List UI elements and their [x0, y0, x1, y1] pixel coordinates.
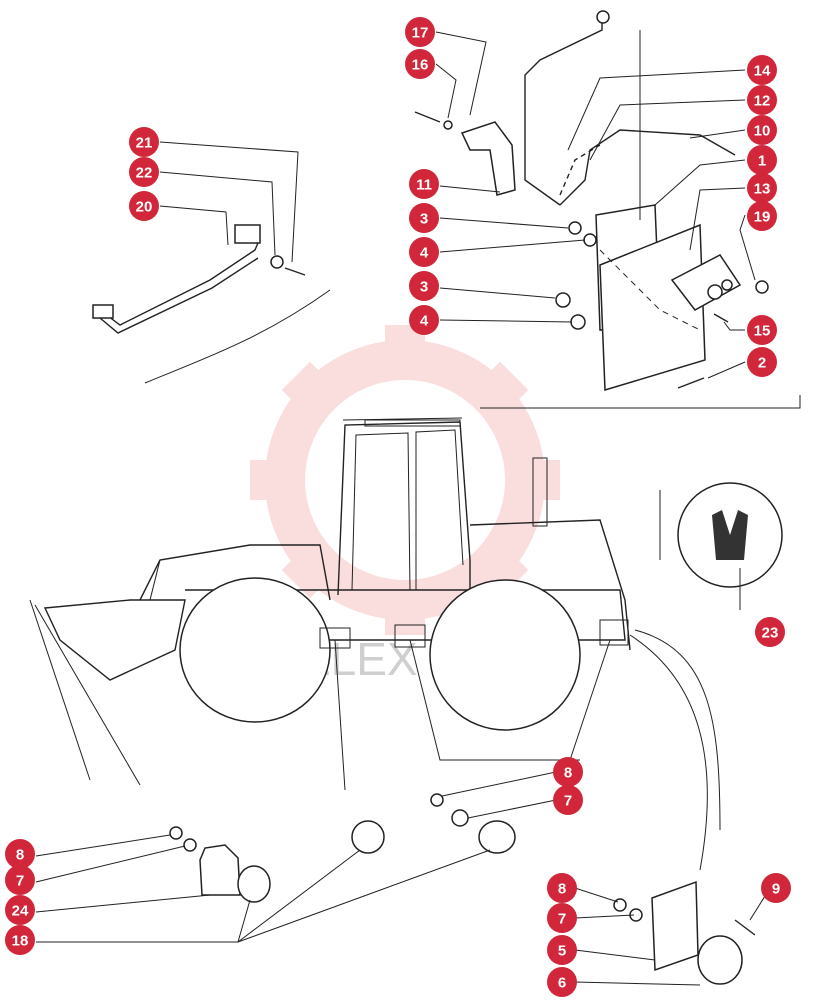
callout-badge-8: 8: [553, 757, 583, 787]
callout-number: 8: [564, 765, 572, 782]
callout-number: 20: [136, 199, 153, 216]
callout-number: 15: [754, 323, 771, 340]
front-wheel: [179, 577, 331, 723]
callout-badge-20: 20: [129, 191, 159, 221]
callout-number: 7: [16, 873, 24, 890]
callout-badge-4: 4: [409, 237, 439, 267]
callout-number: 10: [754, 123, 771, 140]
callout-badge-12: 12: [747, 85, 777, 115]
callout-number: 6: [558, 975, 566, 992]
callout-number: 21: [136, 135, 153, 152]
callout-number: 9: [772, 881, 780, 898]
callout-number: 8: [16, 847, 24, 864]
callout-number: 2: [758, 355, 766, 372]
callout-badge-16: 16: [405, 49, 435, 79]
callout-number: 16: [412, 57, 429, 74]
callout-badge-1: 1: [747, 145, 777, 175]
handrail-assembly: [92, 224, 331, 384]
callout-badge-7: 7: [553, 785, 583, 815]
callout-badge-24: 24: [5, 895, 35, 925]
callout-number: 17: [412, 25, 429, 42]
callout-badge-10: 10: [747, 115, 777, 145]
callout-number: 12: [754, 93, 771, 110]
callout-number: 14: [754, 63, 771, 80]
callout-badge-8: 8: [547, 873, 577, 903]
rear-wheel: [429, 579, 581, 731]
callout-number: 22: [136, 165, 153, 182]
callout-badge-4: 4: [409, 305, 439, 335]
callout-number: 13: [754, 181, 771, 198]
detail-edge-trim: [659, 482, 783, 588]
callout-badge-9: 9: [761, 873, 791, 903]
callout-badge-13: 13: [747, 173, 777, 203]
callout-number: 3: [420, 279, 428, 296]
callout-number: 7: [564, 793, 572, 810]
callout-number: 7: [558, 911, 566, 928]
bottom-reflectors: [29, 568, 756, 985]
loader-drawing: [43, 417, 631, 731]
callout-number: 19: [754, 209, 771, 226]
callout-badge-7: 7: [547, 903, 577, 933]
callout-number: 4: [420, 313, 429, 330]
callout-number: 1: [758, 153, 766, 170]
callout-number: 11: [416, 177, 432, 194]
leader-lines: [35, 31, 771, 986]
callout-badge-18: 18: [5, 925, 35, 955]
callout-badge-23: 23: [755, 617, 785, 647]
beacon-assembly: [414, 10, 801, 409]
callout-badge-11: 11: [409, 169, 439, 199]
callout-number: 5: [558, 943, 566, 960]
callout-badge-6: 6: [547, 967, 577, 997]
callout-number: 23: [762, 625, 779, 642]
callout-badge-21: 21: [129, 127, 159, 157]
callout-badge-5: 5: [547, 935, 577, 965]
callout-number: 18: [12, 933, 29, 950]
callout-badge-3: 3: [409, 271, 439, 301]
callout-badge-3: 3: [409, 203, 439, 233]
callout-number: 24: [12, 903, 29, 920]
callout-badge-19: 19: [747, 201, 777, 231]
callout-badge-7: 7: [5, 865, 35, 895]
callout-badge-15: 15: [747, 315, 777, 345]
callout-badge-22: 22: [129, 157, 159, 187]
callout-number: 4: [420, 245, 429, 262]
callout-number: 3: [420, 211, 428, 228]
callout-badge-17: 17: [405, 17, 435, 47]
callout-number: 8: [558, 881, 566, 898]
callout-badge-8: 8: [5, 839, 35, 869]
callout-badge-2: 2: [747, 347, 777, 377]
callout-badge-14: 14: [747, 55, 777, 85]
